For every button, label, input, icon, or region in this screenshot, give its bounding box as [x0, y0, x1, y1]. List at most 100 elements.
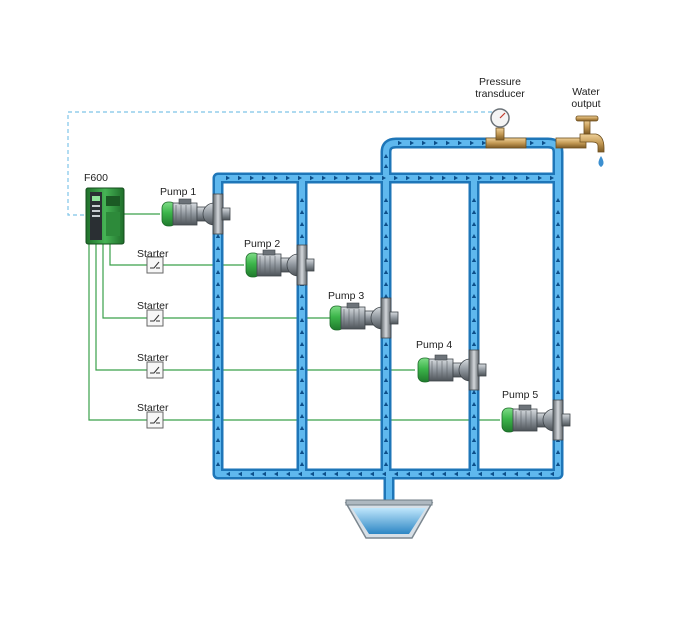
flow-arrow	[555, 462, 561, 466]
flow-arrow	[370, 471, 374, 477]
flow-arrow	[215, 246, 221, 250]
starter-3-label: Starter	[137, 352, 169, 364]
flow-arrow	[383, 426, 389, 430]
flow-arrow	[215, 330, 221, 334]
flow-arrow	[471, 258, 477, 262]
flow-arrow	[383, 402, 389, 406]
f600-label: F600	[84, 172, 108, 184]
flow-arrow	[299, 450, 305, 454]
flow-arrow	[538, 471, 542, 477]
flow-arrow	[299, 402, 305, 406]
flow-arrow	[383, 222, 389, 226]
flow-arrow	[334, 471, 338, 477]
flow-arrow	[299, 330, 305, 334]
flow-arrow	[310, 471, 314, 477]
control-wiring	[88, 213, 500, 421]
f600-drive	[85, 187, 125, 245]
flow-arrow	[299, 426, 305, 430]
starter-box-3	[146, 361, 164, 379]
flow-arrow	[471, 234, 477, 238]
flow-arrow	[383, 282, 389, 286]
flow-arrow	[430, 175, 434, 181]
flow-arrow	[383, 258, 389, 262]
flow-arrow	[250, 175, 254, 181]
flow-arrow	[250, 471, 254, 477]
flow-arrow	[478, 471, 482, 477]
water-output-label-line2: output	[571, 98, 601, 110]
flow-arrow	[538, 175, 542, 181]
flow-arrow	[215, 270, 221, 274]
flow-arrow	[299, 378, 305, 382]
flow-arrow	[430, 471, 434, 477]
flow-arrow	[434, 140, 438, 146]
flow-arrow	[471, 390, 477, 394]
pumps-group	[161, 193, 571, 441]
flow-arrow	[215, 342, 221, 346]
flow-arrow	[398, 140, 402, 146]
flow-arrow	[299, 414, 305, 418]
flow-arrow	[215, 294, 221, 298]
flow-arrow	[370, 175, 374, 181]
pump-3	[329, 297, 399, 339]
flow-arrow	[299, 438, 305, 442]
flow-arrow	[471, 306, 477, 310]
flow-arrow	[298, 471, 302, 477]
flow-arrow	[383, 246, 389, 250]
flow-arrow	[471, 282, 477, 286]
flow-arrow	[334, 175, 338, 181]
flow-arrow	[526, 175, 530, 181]
flow-arrow	[215, 234, 221, 238]
flow-arrow	[215, 426, 221, 430]
flow-arrow	[358, 175, 362, 181]
pump-4	[417, 349, 487, 391]
pump-1-label: Pump 1	[160, 186, 197, 198]
flow-arrow	[406, 175, 410, 181]
flow-arrow	[555, 270, 561, 274]
flow-arrow	[299, 342, 305, 346]
flow-arrow	[555, 354, 561, 358]
flow-arrow	[471, 450, 477, 454]
flow-arrow	[442, 175, 446, 181]
flow-arrow	[555, 390, 561, 394]
water-drop	[598, 156, 604, 167]
flow-arrow	[299, 318, 305, 322]
flow-arrow	[310, 175, 314, 181]
flow-arrow	[299, 210, 305, 214]
flow-arrow	[466, 175, 470, 181]
flow-arrow	[410, 140, 414, 146]
flow-arrow	[299, 198, 305, 202]
flow-arrow	[555, 258, 561, 262]
pump-5	[501, 399, 571, 441]
pump-2	[245, 244, 315, 286]
flow-arrow	[514, 471, 518, 477]
flow-arrow	[471, 246, 477, 250]
flow-arrow	[470, 140, 474, 146]
flow-arrow	[383, 198, 389, 202]
flow-arrow	[383, 210, 389, 214]
pump-1	[161, 193, 231, 235]
flow-arrow	[383, 390, 389, 394]
flow-arrow	[215, 450, 221, 454]
water-output-label-line1: Water	[572, 86, 600, 98]
flow-arrow	[454, 175, 458, 181]
starter-box-2	[146, 309, 164, 327]
flow-arrow	[322, 175, 326, 181]
flow-arrow	[262, 175, 266, 181]
flow-arrow	[274, 175, 278, 181]
flow-arrow	[555, 378, 561, 382]
flow-arrow	[383, 294, 389, 298]
flow-arrow	[358, 471, 362, 477]
flow-arrow	[346, 471, 350, 477]
flow-arrow	[466, 471, 470, 477]
flow-arrow	[471, 198, 477, 202]
flow-arrow	[555, 450, 561, 454]
flow-arrow	[418, 471, 422, 477]
flow-arrow	[550, 471, 554, 477]
flow-arrow	[482, 140, 486, 146]
flow-arrow	[471, 414, 477, 418]
pressure-transducer-label-line1: Pressure	[478, 76, 521, 88]
flow-arrow	[471, 330, 477, 334]
flow-arrow	[454, 471, 458, 477]
flow-arrow	[383, 234, 389, 238]
pump-5-label: Pump 5	[502, 389, 539, 401]
